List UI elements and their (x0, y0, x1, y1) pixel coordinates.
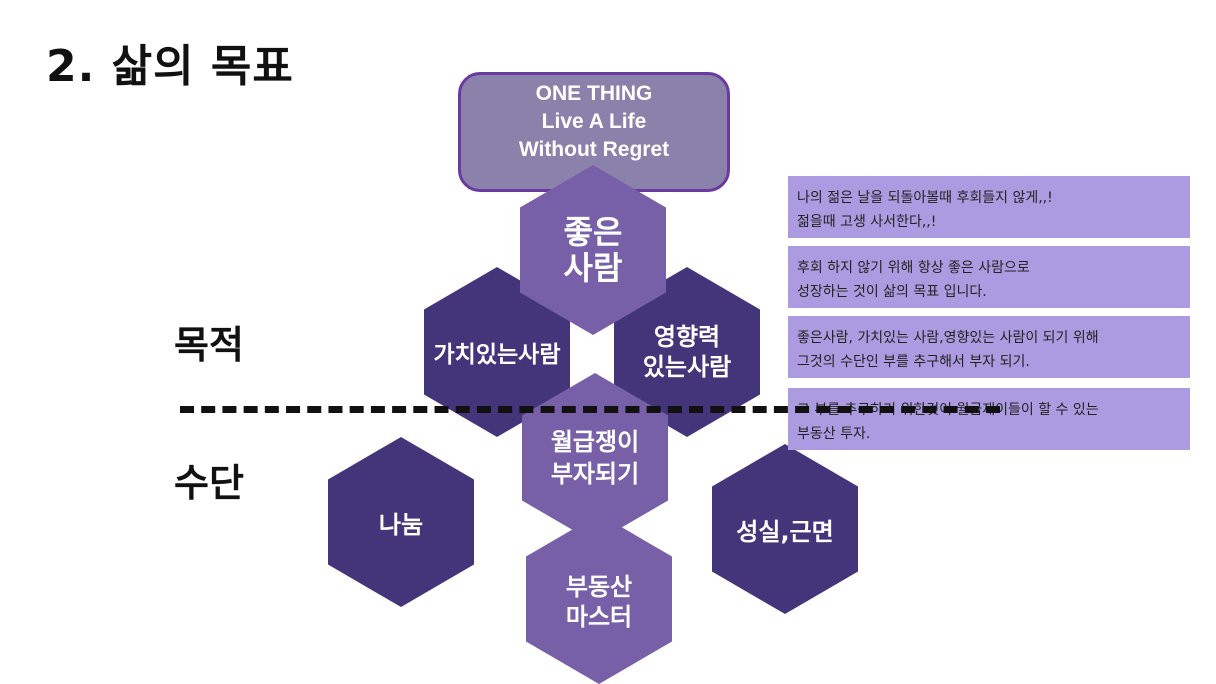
note-line: 젊을때 고생 사서한다,,! (797, 214, 937, 230)
note-line: 그것의 수단인 부를 추구해서 부자 되기. (797, 354, 1030, 370)
note-box: 그 부를 추구하기 위한것이 월급재이들이 할 수 있는 부동산 투자. (788, 388, 1190, 450)
hex-influential-person-label: 영향력 있는사람 (642, 323, 732, 381)
divider-dashed-line (180, 406, 1000, 413)
one-thing-line-1: ONE THING (535, 82, 653, 105)
hex-sincerity: 성실,근면 (712, 444, 858, 614)
purpose-label: 목적 (174, 323, 244, 367)
one-thing-line-2: Live A Life (541, 110, 647, 133)
note-box: 후회 하지 않기 위해 항상 좋은 사람으로 성장하는 것이 삶의 목표 입니다… (788, 246, 1190, 308)
hex-sharing: 나눔 (328, 437, 474, 607)
note-box: 나의 젊은 날을 되돌아볼때 후회들지 않게,,! 젊을때 고생 사서한다,,! (788, 176, 1190, 238)
means-label: 수단 (174, 461, 244, 505)
hex-sincerity-label: 성실,근면 (736, 517, 834, 546)
note-line: 부동산 투자. (797, 426, 871, 442)
one-thing-line-3: Without Regret (518, 138, 670, 161)
hex-valuable-person-label: 가치있는사람 (433, 342, 561, 368)
note-line: 성장하는 것이 삶의 목표 입니다. (797, 284, 987, 300)
hex-good-person-label: 좋은 사람 (563, 213, 623, 287)
hex-salary-rich-label: 월급쟁이 부자되기 (550, 428, 640, 488)
note-line: 나의 젊은 날을 되돌아볼때 후회들지 않게,,! (797, 190, 1053, 206)
page-title: 2. 삶의 목표 (46, 41, 294, 92)
note-line: 좋은사람, 가치있는 사람,영향있는 사람이 되기 위해 (797, 330, 1099, 346)
hex-sharing-label: 나눔 (378, 510, 424, 539)
note-box: 좋은사람, 가치있는 사람,영향있는 사람이 되기 위해 그것의 수단인 부를 … (788, 316, 1190, 378)
note-line: 후회 하지 않기 위해 항상 좋은 사람으로 (797, 260, 1030, 276)
hex-real-estate-master-label: 부동산 마스터 (565, 573, 633, 631)
